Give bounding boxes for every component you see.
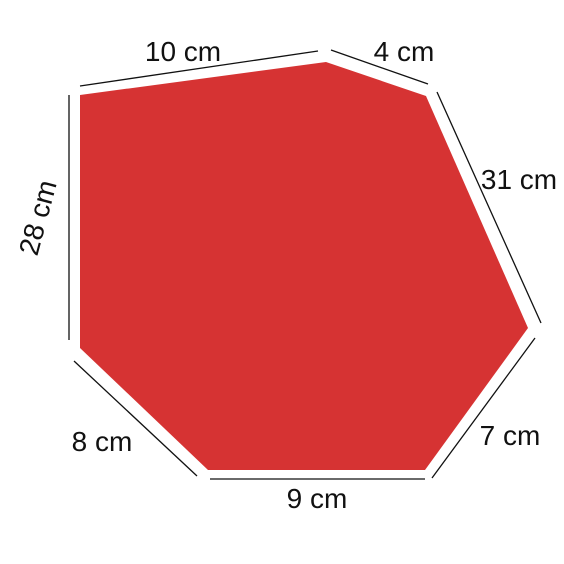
dimension-line-right	[436, 91, 542, 324]
dimension-line-lower-right	[431, 337, 536, 479]
side-label-lower-left: 8 cm	[72, 426, 133, 457]
side-label-right: 31 cm	[481, 164, 557, 195]
side-label-top-left: 10 cm	[145, 36, 221, 67]
side-label-top-right: 4 cm	[374, 36, 435, 67]
heptagon-shape	[80, 62, 528, 470]
side-label-bottom: 9 cm	[287, 483, 348, 514]
side-label-lower-right: 7 cm	[480, 420, 541, 451]
dimension-line-top-right	[330, 49, 429, 85]
dimension-line-top-left	[79, 50, 319, 87]
dimension-line-lower-left	[73, 360, 198, 477]
side-label-left: 28 cm	[13, 177, 63, 259]
